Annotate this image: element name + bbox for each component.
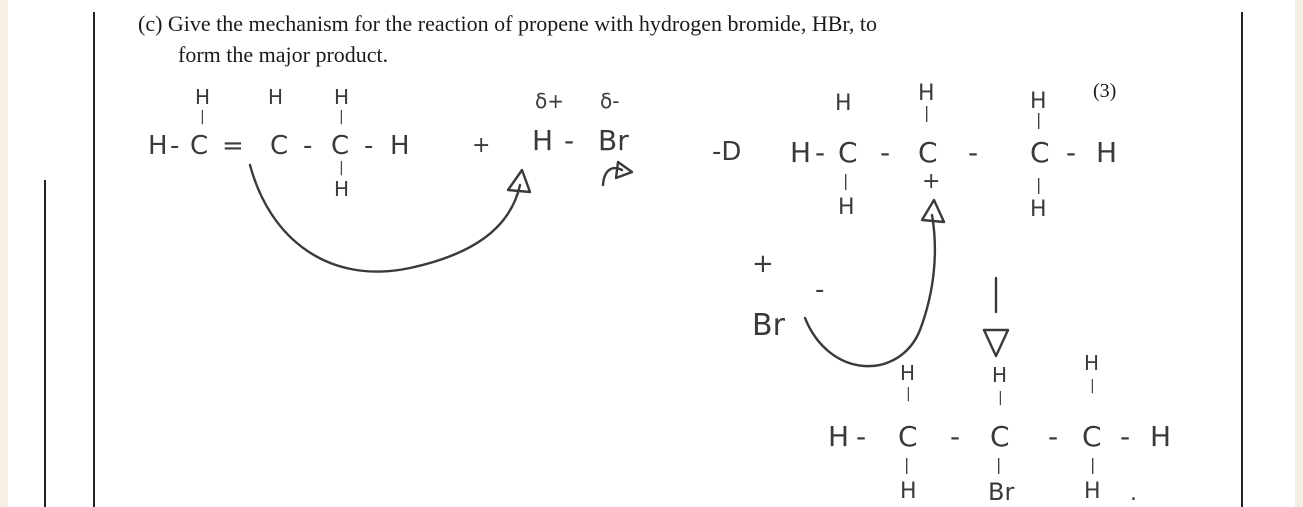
- delta-plus: δ+: [535, 89, 564, 113]
- cation-c1: C: [838, 136, 858, 169]
- bromide-ion: Br: [752, 308, 786, 343]
- product-c3: C: [1082, 420, 1102, 453]
- cation-h-right: H: [1096, 136, 1117, 169]
- propene-h-top-1: H: [195, 85, 210, 109]
- cation-h-top-3: H: [1030, 89, 1047, 114]
- hbr-structure: δ+ δ- H - Br: [532, 89, 629, 157]
- product-vbond-2: |: [904, 455, 909, 474]
- product-h-top-3: H: [1084, 351, 1099, 375]
- product-structure: H | H - C | H - H | C | Br - H | C - H |…: [828, 351, 1171, 506]
- reactant-plus: +: [472, 133, 490, 158]
- propene-structure: H | H - C = H C - H | C - H | H: [148, 85, 410, 201]
- propene-h-top-3: H: [334, 85, 349, 109]
- exam-sheet: [8, 0, 1295, 507]
- cation-bond-1: -: [815, 136, 825, 169]
- down-arrow-head: [982, 328, 1010, 358]
- product-c1: C: [898, 420, 918, 453]
- cation-bond-2: -: [880, 136, 890, 169]
- product-vbond-4: |: [996, 455, 1001, 474]
- bromide-charge: -: [815, 275, 824, 305]
- cation-plus-charge: +: [922, 169, 940, 194]
- propene-double-bond: =: [222, 131, 244, 161]
- propene-vbond-4: |: [339, 160, 344, 176]
- cation-h-bottom-3: H: [1030, 197, 1047, 222]
- cation-c2: C: [918, 136, 938, 169]
- curly-arrow-head-3: [920, 198, 946, 224]
- left-margin-line: [93, 12, 95, 507]
- delta-minus: δ-: [600, 89, 619, 113]
- product-bond-3: -: [1048, 420, 1058, 453]
- reaction-arrow: -D: [712, 137, 741, 167]
- product-vbond-6: |: [1090, 455, 1095, 474]
- cation-h-top-2: H: [918, 81, 935, 106]
- outer-left-line: [44, 180, 46, 507]
- cation-vbond-2: |: [924, 103, 929, 122]
- hbr-br: Br: [598, 124, 629, 157]
- curly-arrow-head-2: [614, 160, 634, 180]
- bromide-plus: +: [752, 249, 774, 279]
- curly-arrow-head-1: [506, 168, 532, 194]
- product-h-top-2: H: [992, 363, 1007, 387]
- question-line-2: form the major product.: [178, 42, 389, 67]
- propene-h-left: H: [148, 131, 168, 161]
- curly-arrow-bond-to-br: [601, 166, 624, 187]
- product-vbond-1: |: [906, 386, 911, 402]
- propene-h-bottom: H: [334, 177, 349, 201]
- propene-bond-1: -: [170, 131, 179, 161]
- propene-bond-3: -: [364, 131, 373, 161]
- propene-h-top-2: H: [268, 85, 283, 109]
- product-vbond-3: |: [998, 390, 1003, 406]
- product-dot: .: [1130, 481, 1137, 506]
- curly-arrow-br-to-cation: [803, 213, 937, 368]
- hbr-h: H: [532, 124, 553, 157]
- cation-h-bottom-1: H: [838, 195, 855, 220]
- cation-vbond-4: |: [1036, 175, 1041, 194]
- product-br: Br: [988, 478, 1014, 506]
- cation-vbond-1: |: [843, 171, 848, 190]
- propene-c1: C: [190, 131, 208, 161]
- product-bond-2: -: [950, 420, 960, 453]
- marks-label: (3): [1093, 80, 1117, 102]
- right-margin-line: [1241, 12, 1243, 507]
- question-text: (c) Give the mechanism for the reaction …: [138, 8, 877, 70]
- product-h-right: H: [1150, 420, 1171, 453]
- propene-c2: C: [270, 131, 288, 161]
- product-h-top-1: H: [900, 361, 915, 385]
- cation-bond-4: -: [1066, 136, 1076, 169]
- product-h-left: H: [828, 420, 849, 453]
- propene-vbond-1: |: [200, 109, 205, 125]
- cation-h-left: H: [790, 136, 811, 169]
- cation-h-top-1: H: [835, 91, 852, 116]
- propene-vbond-3: |: [339, 109, 344, 125]
- product-c2: C: [990, 420, 1010, 453]
- product-bond-4: -: [1120, 420, 1130, 453]
- curly-arrow-pi-to-h: [248, 163, 522, 273]
- hbr-bond: -: [564, 124, 574, 157]
- propene-c3: C: [331, 131, 349, 161]
- product-h-bottom-3: H: [1084, 479, 1101, 504]
- question-line-1: (c) Give the mechanism for the reaction …: [138, 11, 877, 36]
- propene-h-right: H: [390, 131, 410, 161]
- product-bond-1: -: [856, 420, 866, 453]
- carbocation-structure: H H - C | H - H | C + - H | C - H | H: [790, 81, 1117, 222]
- product-h-bottom-1: H: [900, 479, 917, 504]
- cation-bond-3: -: [968, 136, 978, 169]
- product-vbond-5: |: [1090, 378, 1095, 394]
- propene-bond-2: -: [303, 131, 312, 161]
- cation-vbond-3: |: [1036, 110, 1041, 129]
- cation-c3: C: [1030, 136, 1050, 169]
